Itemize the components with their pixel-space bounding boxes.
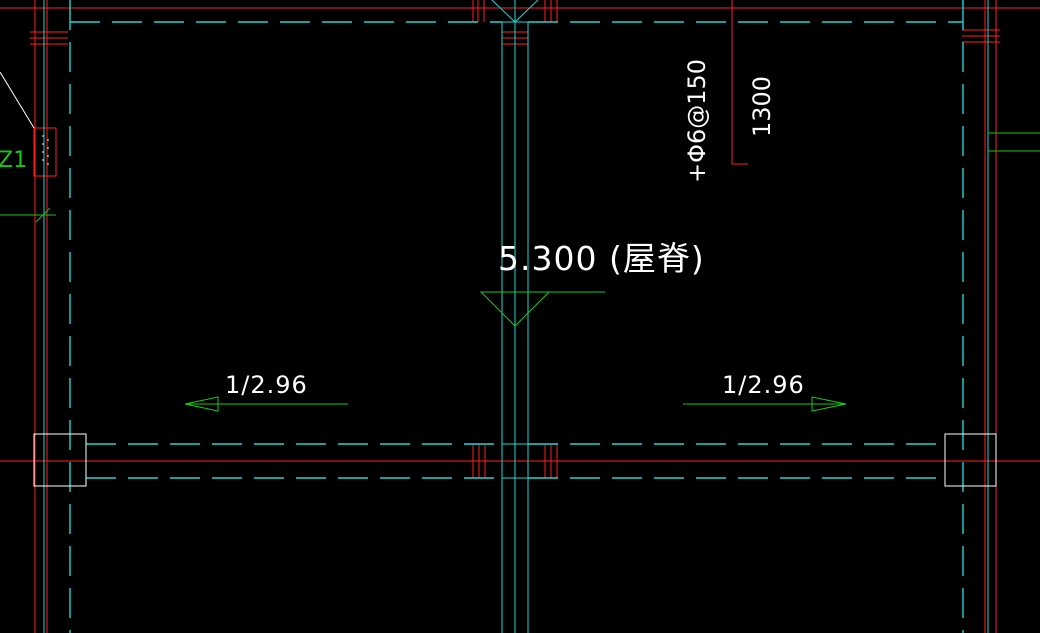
dashed-beam-lines xyxy=(69,0,964,633)
green-annotations xyxy=(0,132,1040,412)
column-tag-box xyxy=(33,127,57,177)
rebar-spec-label: +Φ6@150 xyxy=(683,59,711,183)
column-tag-label: Z1 xyxy=(0,148,27,173)
dimension-leader xyxy=(731,0,748,165)
dimension-label: 1300 xyxy=(748,76,776,137)
slope-arrow-left-head xyxy=(184,396,219,412)
columns xyxy=(0,71,997,487)
cyan-beam-lines xyxy=(43,0,989,633)
column-left[interactable] xyxy=(33,433,87,487)
ridge-elevation-label: 5.300 (屋脊) xyxy=(498,239,705,278)
column-tag-hatch xyxy=(42,135,49,165)
slope-label-left: 1/2.96 xyxy=(225,371,308,399)
column-right[interactable] xyxy=(944,433,997,487)
slope-arrow-right-head xyxy=(811,396,847,412)
column-leader-line xyxy=(0,71,35,129)
elevation-marker-triangle xyxy=(479,291,551,327)
slope-label-right: 1/2.96 xyxy=(722,371,805,399)
